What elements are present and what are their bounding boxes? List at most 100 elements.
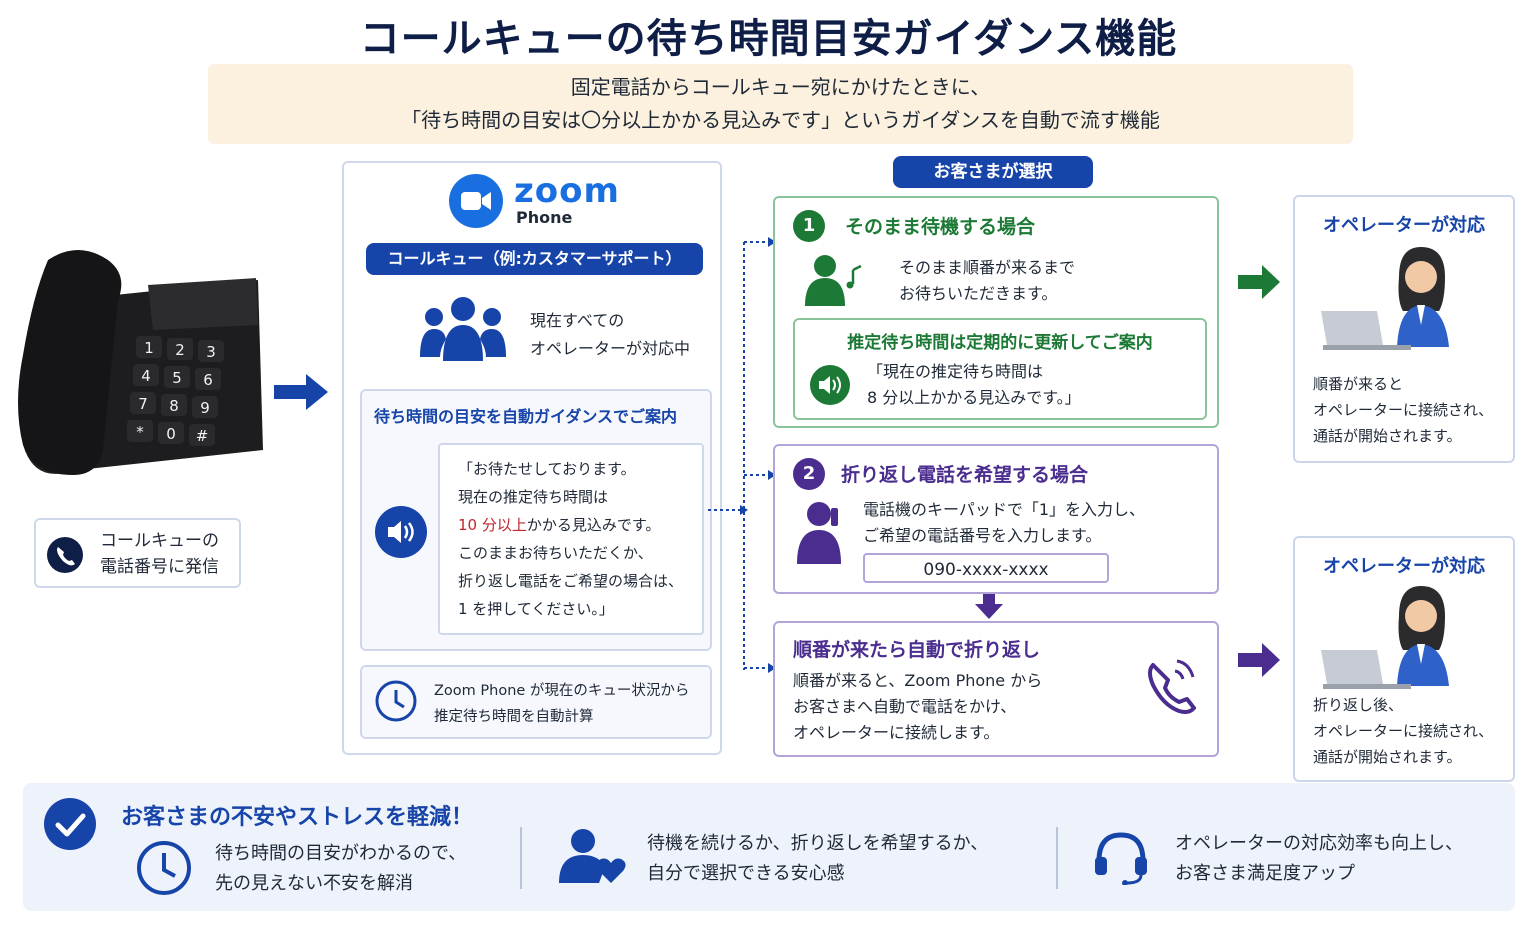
keypad-key xyxy=(192,396,218,418)
phone-display xyxy=(148,278,258,330)
zoom-brand-sub: Phone xyxy=(516,208,573,227)
guidance-msg-line3-rest: かかる見込みです。 xyxy=(526,516,661,534)
operator1-line3: 通話が開始されます。 xyxy=(1313,427,1462,445)
option2-desc-line2: ご希望の電話番号を入力します。 xyxy=(863,526,1102,545)
guidance-msg-line4: このままお待ちいただくか、 xyxy=(458,544,653,562)
callback-number-input[interactable]: 090-xxxx-xxxx xyxy=(863,553,1109,583)
operator1-line1: 順番が来ると xyxy=(1313,375,1404,393)
keypad-key-label: 5 xyxy=(172,369,182,387)
caller-label-box: コールキューの 電話番号に発信 xyxy=(34,518,241,588)
callback-line2: お客さまへ自動で電話をかけ、 xyxy=(793,697,1017,716)
keypad-key-label: 8 xyxy=(169,397,179,415)
keypad-key xyxy=(158,422,184,444)
check-circle-icon xyxy=(44,798,96,850)
benefit-clock-icon xyxy=(137,841,191,895)
auto-callback-panel: 順番が来たら自動で折り返し 順番が来ると、Zoom Phone から お客さまへ… xyxy=(773,621,1219,757)
guidance-msg-line5: 折り返し電話をご希望の場合は、 xyxy=(458,572,684,590)
benefit3-line1: オペレーターの対応効率も向上し、 xyxy=(1175,833,1463,854)
guidance-msg-line6: 1 を押してください。」 xyxy=(458,600,614,618)
speaker-icon xyxy=(375,506,427,558)
keypad-key xyxy=(189,424,215,446)
green-arrow-right-icon xyxy=(1238,265,1280,299)
person-heart-icon xyxy=(559,829,626,883)
option1-desc-line2: お待ちいただきます。 xyxy=(899,284,1058,303)
ringing-phone-icon xyxy=(1148,659,1196,714)
benefits-banner: お客さまの不安やストレスを軽減！ 待ち時間の目安がわかるので、 先の見えない不安… xyxy=(23,783,1515,911)
benefit1-line2: 先の見えない不安を解消 xyxy=(215,873,413,894)
callback-line1: 順番が来ると、Zoom Phone から xyxy=(793,671,1043,690)
keypad-key-label: 2 xyxy=(175,341,185,359)
keypad-key xyxy=(130,392,156,414)
keypad-key-label: # xyxy=(196,427,209,445)
arrow-right-icon xyxy=(274,374,328,410)
operator-headset-illustration xyxy=(1321,247,1449,350)
option2-panel: 2 折り返し電話を希望する場合 電話機のキーパッドで「1」を入力し、 ご希望の電… xyxy=(773,444,1219,594)
page-title: コールキューの待ち時間目安ガイダンス機能 xyxy=(359,16,1178,62)
option2-title: 折り返し電話を希望する場合 xyxy=(841,464,1089,486)
update-panel: 推定待ち時間は定期的に更新してご案内 「現在の推定待ち時間は 8 分以上かかる見… xyxy=(793,318,1207,420)
guidance-msg-line3: 10 分以上かかる見込みです。 xyxy=(458,511,660,539)
benefit-divider-2 xyxy=(1056,827,1058,889)
keypad-key xyxy=(198,340,224,362)
keypad-key-label: 0 xyxy=(166,425,176,443)
keypad-key xyxy=(161,394,187,416)
keypad-key xyxy=(164,366,190,388)
zoom-brand: zoom xyxy=(514,171,620,211)
update-title: 推定待ち時間は定期的に更新してご案内 xyxy=(847,333,1153,353)
operator-panel-wait: オペレーターが対応 順番が来ると オペレーターに接続され、 通話が開始されます。 xyxy=(1293,195,1515,463)
guidance-message-box: 「お待たせしております。 現在の推定待ち時間は 10 分以上かかる見込みです。 … xyxy=(438,443,704,635)
callback-line3: オペレーターに接続します。 xyxy=(793,723,1000,742)
calc-line2: 推定待ち時間を自動計算 xyxy=(434,709,594,725)
callback-title: 順番が来たら自動で折り返し xyxy=(793,639,1041,661)
keypad-key-label: 4 xyxy=(141,367,151,385)
phone-icon xyxy=(47,537,83,573)
option1-panel: 1 そのまま待機する場合 そのまま順番が来るまで お待ちいただきます。 推定待ち… xyxy=(773,196,1219,428)
subtitle-line1: 固定電話からコールキュー宛にかけたときに、 xyxy=(570,75,991,99)
benefit-divider-1 xyxy=(520,827,522,889)
update-line2: 8 分以上かかる見込みです。」 xyxy=(867,388,1081,407)
operator2-line2: オペレーターに接続され、 xyxy=(1313,722,1494,740)
operator2-line3: 通話が開始されます。 xyxy=(1313,748,1462,766)
keypad-key-label: * xyxy=(136,423,144,441)
keypad-key-label: 6 xyxy=(203,371,213,389)
operator2-line1: 折り返し後、 xyxy=(1313,696,1404,714)
busy-line2: オペレーターが対応中 xyxy=(530,339,691,358)
keypad-key xyxy=(133,364,159,386)
benefit2-line1: 待機を続けるか、折り返しを希望するか、 xyxy=(647,833,989,854)
busy-line1: 現在すべての xyxy=(530,311,625,330)
option1-title: そのまま待機する場合 xyxy=(845,216,1036,238)
zoom-camera-icon xyxy=(449,174,503,228)
guidance-title: 待ち時間の目安を自動ガイダンスでご案内 xyxy=(374,407,678,426)
operator-panel-callback: オペレーターが対応 折り返し後、 オペレーターに接続され、 通話が開始されます。 xyxy=(1293,536,1515,782)
benefits-headline: お客さまの不安やストレスを軽減！ xyxy=(121,805,474,830)
operator1-title: オペレーターが対応 xyxy=(1323,215,1485,236)
clock-icon xyxy=(375,680,417,722)
option2-desc-line1: 電話機のキーパッドで「1」を入力し、 xyxy=(863,500,1146,519)
subtitle-line2: 「待ち時間の目安は〇分以上かかる見込みです」というガイダンスを自動で流す機能 xyxy=(401,108,1160,132)
queue-pill: コールキュー（例:カスタマーサポート） xyxy=(366,243,703,275)
caller-label-line1: コールキューの xyxy=(100,531,219,551)
keypad-key-label: 9 xyxy=(200,399,210,417)
green-speaker-icon xyxy=(810,365,850,405)
keypad-key xyxy=(167,338,193,360)
keypad-key xyxy=(195,368,221,390)
headset-icon xyxy=(1095,832,1147,885)
zoom-phone-panel: zoom Phone コールキュー（例:カスタマーサポート） 現在すべての オペ… xyxy=(342,161,722,755)
calc-line1: Zoom Phone が現在のキュー状況から xyxy=(434,683,690,699)
keypad-key-label: 7 xyxy=(138,395,148,413)
subtitle-box: 固定電話からコールキュー宛にかけたときに、 「待ち時間の目安は〇分以上かかる見込… xyxy=(208,64,1353,144)
auto-calc-panel: Zoom Phone が現在のキュー状況から 推定待ち時間を自動計算 xyxy=(360,665,712,739)
wait-time-highlight: 10 分以上 xyxy=(458,516,527,534)
keypad-key-label: 3 xyxy=(206,343,216,361)
branch-connector xyxy=(708,237,776,673)
caller-person-icon xyxy=(797,502,841,564)
phone-handset xyxy=(18,250,122,475)
operator2-title: オペレーターが対応 xyxy=(1323,556,1485,577)
keypad-key xyxy=(127,420,153,442)
benefit3-line2: お客さま満足度アップ xyxy=(1175,863,1355,884)
operator-headset-illustration-2 xyxy=(1321,586,1449,689)
benefit2-line2: 自分で選択できる安心感 xyxy=(647,863,845,884)
group-people-icon xyxy=(420,297,506,361)
purple-arrow-right-icon xyxy=(1238,643,1280,677)
